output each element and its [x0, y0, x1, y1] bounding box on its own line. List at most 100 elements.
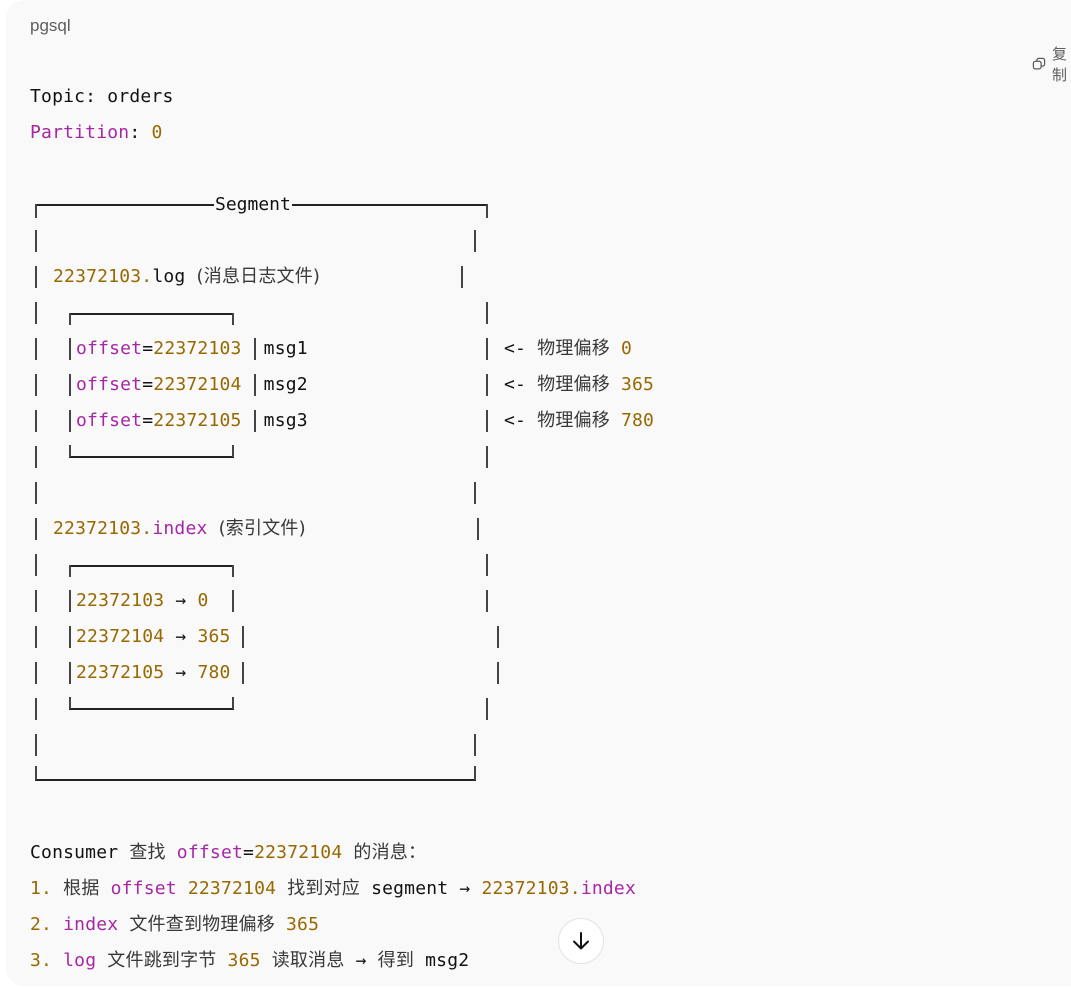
- partition-label: Partition: [30, 122, 130, 143]
- arrow-right-icon: →: [175, 626, 187, 647]
- border-right: [486, 446, 488, 468]
- log-box-side: [69, 338, 71, 360]
- record-msg: msg1: [263, 338, 308, 359]
- record-eq: =: [142, 374, 154, 395]
- phys-value: 365: [620, 374, 655, 395]
- log-box-corner: [69, 445, 71, 457]
- border-left: [35, 590, 37, 612]
- index-position: 0: [197, 590, 209, 611]
- border-left: [35, 734, 37, 756]
- arrow-right-icon: →: [459, 878, 471, 899]
- border-left: [35, 626, 37, 648]
- index-file-heading: 22372103.index (索引文件): [53, 517, 306, 541]
- scroll-to-bottom-button[interactable]: [558, 918, 604, 964]
- phys-label: 物理偏移: [537, 410, 610, 431]
- border-right: [486, 374, 488, 396]
- partition-colon: :: [129, 122, 141, 143]
- step-text: 根据: [63, 878, 100, 899]
- step-keyword: offset: [110, 878, 177, 899]
- lookup-step-1: 1. 根据 offset 22372104 找到对应 segment → 223…: [30, 877, 636, 901]
- index-offset: 22372103: [76, 590, 165, 611]
- log-box-top: [69, 313, 234, 315]
- index-entry: 22372103 → 0: [76, 589, 208, 613]
- record-key: offset: [76, 338, 143, 359]
- segment-corner-bl: [35, 766, 37, 780]
- step-number: 1.: [30, 878, 53, 899]
- border-left: [35, 266, 37, 288]
- log-box-side: [69, 374, 71, 396]
- log-file-heading: 22372103.log (消息日志文件): [53, 265, 320, 289]
- index-box-side: [242, 662, 244, 684]
- step-file-number: 22372103.: [481, 878, 581, 899]
- log-file-ext: log: [152, 266, 186, 287]
- index-box-side: [69, 626, 71, 648]
- partition-line: Partition: 0: [30, 121, 162, 145]
- intro-number: 22372104: [254, 842, 343, 863]
- border-left: [35, 410, 37, 432]
- arrow-left-icon: <-: [504, 374, 527, 395]
- index-entry: 22372105 → 780: [76, 661, 231, 685]
- lookup-step-2: 2. index 文件查到物理偏移 365: [30, 913, 319, 937]
- step-text: 文件跳到字节: [107, 950, 217, 971]
- index-box-top: [69, 565, 234, 567]
- lookup-step-3: 3. log 文件跳到字节 365 读取消息 → 得到 msg2: [30, 949, 469, 973]
- index-file-desc: (索引文件): [218, 518, 306, 539]
- copy-label: 复制: [1052, 45, 1068, 84]
- index-box-side: [69, 662, 71, 684]
- code-block: [6, 0, 1071, 986]
- segment-corner-br: [474, 766, 476, 780]
- log-box-corner: [69, 313, 71, 325]
- border-left: [35, 518, 37, 540]
- step-text: 读取消息: [271, 950, 345, 971]
- border-right: [497, 626, 499, 648]
- topic-label: Topic:: [30, 86, 97, 107]
- segment-bottom-border: [35, 779, 476, 781]
- border-right: [486, 698, 488, 720]
- index-position: 365: [197, 626, 231, 647]
- copy-button[interactable]: 复制: [1032, 43, 1071, 85]
- border-left: [35, 374, 37, 396]
- border-left: [35, 482, 37, 504]
- border-right: [486, 338, 488, 360]
- log-box-bottom: [69, 456, 234, 458]
- border-right: [486, 302, 488, 324]
- lookup-intro: Consumer 查找 offset=22372104 的消息：: [30, 841, 426, 865]
- step-text: 得到: [377, 950, 415, 971]
- arrow-left-icon: <-: [504, 338, 527, 359]
- log-record: offset=22372103 msg1: [76, 337, 308, 361]
- intro-text: 查找: [129, 842, 166, 863]
- step-keyword: log: [63, 950, 97, 971]
- arrow-right-icon: →: [175, 662, 187, 683]
- border-right: [474, 734, 476, 756]
- record-msg: msg2: [263, 374, 308, 395]
- index-box-bottom: [69, 708, 234, 710]
- topic-value: orders: [107, 86, 174, 107]
- log-record: offset=22372104 msg2: [76, 373, 308, 397]
- record-eq: =: [142, 410, 154, 431]
- border-right: [474, 230, 476, 252]
- step-text: 找到对应: [287, 878, 361, 899]
- physical-offset-note: <- 物理偏移 0: [504, 337, 632, 361]
- segment-corner-tr: [486, 204, 488, 218]
- index-box-corner: [232, 697, 234, 709]
- partition-value: 0: [151, 122, 163, 143]
- index-box-side: [242, 626, 244, 648]
- index-offset: 22372105: [76, 662, 165, 683]
- border-right: [486, 590, 488, 612]
- record-offset: 22372104: [153, 374, 242, 395]
- record-key: offset: [76, 410, 143, 431]
- record-offset: 22372103: [153, 338, 242, 359]
- intro-key: offset: [176, 842, 244, 863]
- step-number-value: 365: [286, 914, 320, 935]
- index-box-side: [232, 590, 234, 612]
- phys-value: 780: [620, 410, 655, 431]
- border-right: [486, 410, 488, 432]
- log-box-corner: [232, 313, 234, 325]
- step-file-ext: index: [580, 878, 636, 899]
- physical-offset-note: <- 物理偏移 780: [504, 409, 654, 433]
- intro-eq: =: [243, 842, 255, 863]
- border-left: [35, 230, 37, 252]
- arrow-down-icon: [573, 932, 589, 950]
- step-number: 2.: [30, 914, 53, 935]
- index-file-number: 22372103.: [53, 518, 153, 539]
